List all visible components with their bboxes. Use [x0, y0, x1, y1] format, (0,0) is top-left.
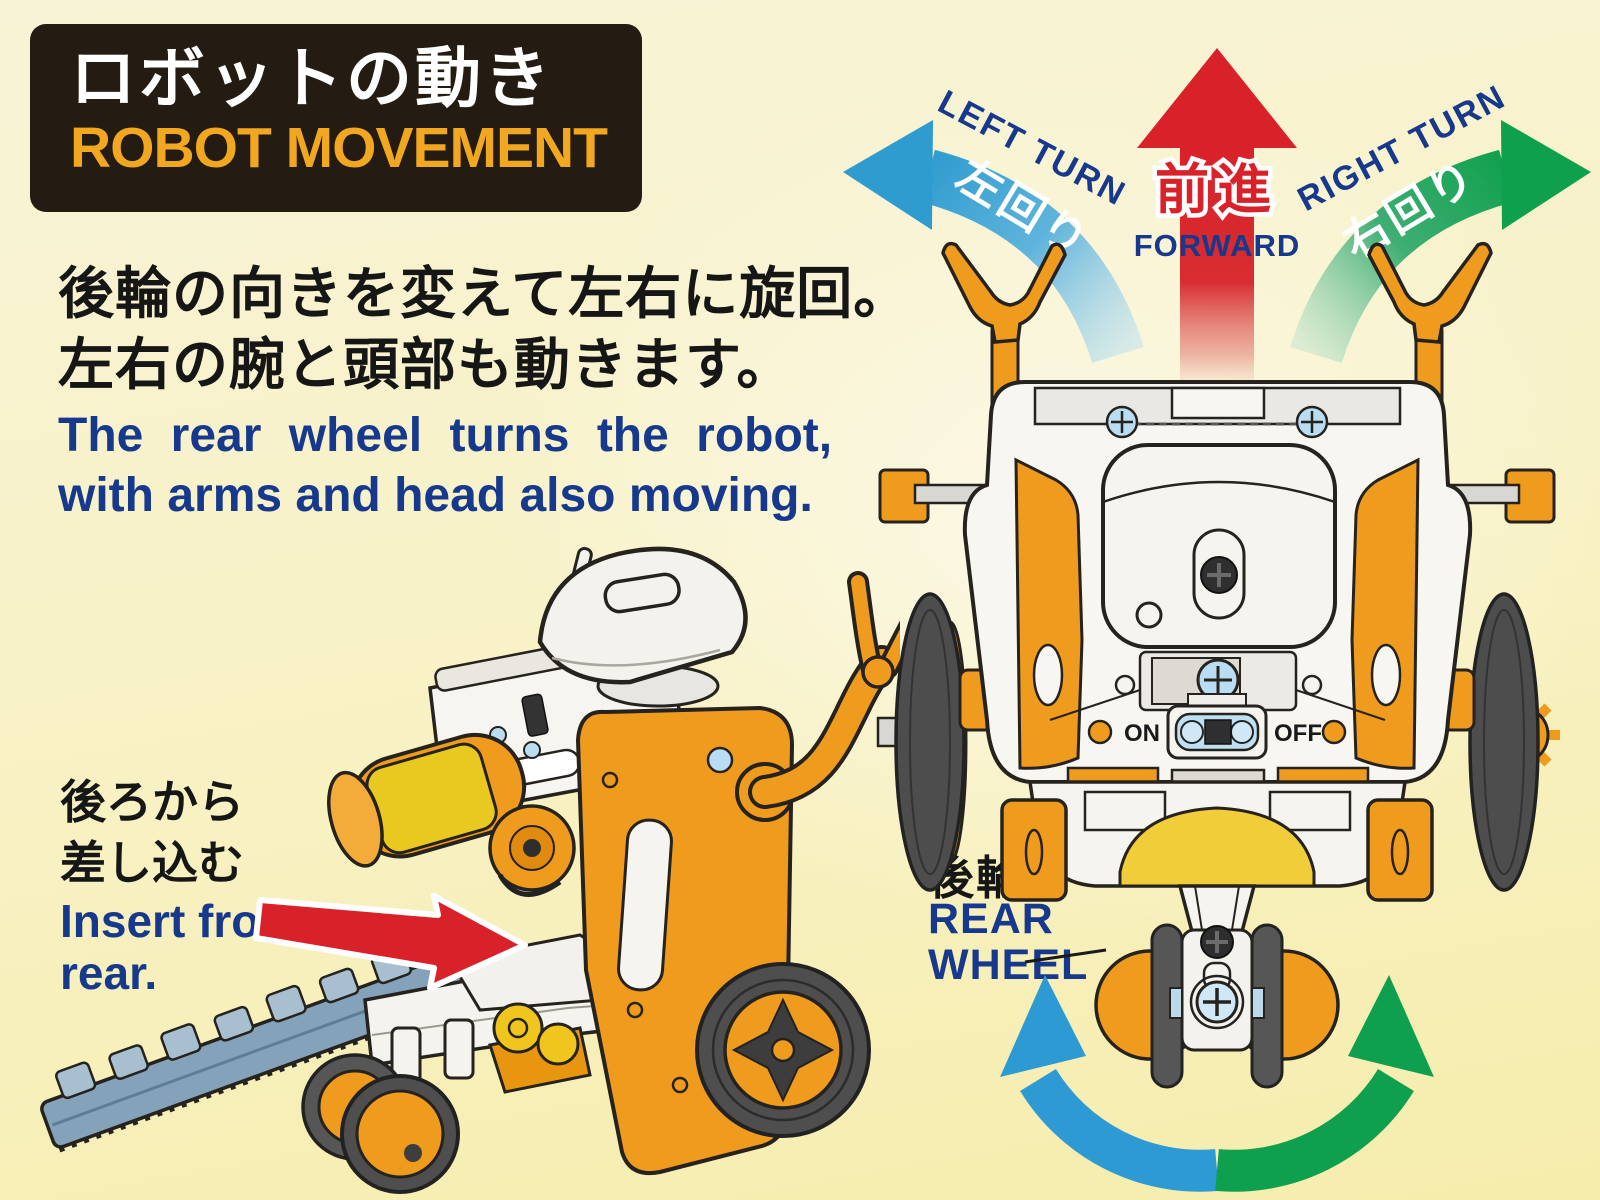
rear-swing-right-arrow	[1215, 975, 1434, 1192]
rear-wheel-pair	[301, 1053, 460, 1194]
intro-en-line2: with arms and head also moving.	[58, 469, 813, 523]
robot-top-illustration: LEFT TURN 左回り RIGHT TURN 右回り 前進 FORWARD	[843, 48, 1591, 1192]
page-title-english: ROBOT MOVEMENT	[70, 115, 608, 180]
rear-clamp	[1000, 798, 1434, 902]
guide-rollers	[488, 1002, 592, 1094]
rear-swing-left-arrow	[1000, 975, 1219, 1192]
front-wheel	[695, 962, 871, 1138]
intro-jp-line1: 後輪の向きを変えて左右に旋回。	[58, 262, 911, 325]
insert-note-japanese: 後ろから 差し込む	[60, 772, 244, 893]
intro-en-line1: The rear wheel turns the robot,	[58, 409, 833, 462]
rear-wheel-label-english: REAR WHEEL	[928, 896, 1088, 989]
forward-label-en: FORWARD	[1134, 228, 1301, 263]
switch-on-label: ON	[1124, 720, 1160, 747]
right-side-panel	[1350, 457, 1420, 770]
insert-en-line2: rear.	[60, 946, 158, 999]
rear-wheel-assembly	[1094, 884, 1340, 1089]
insert-jp-line2: 差し込む	[60, 836, 244, 889]
switch-off-label: OFF	[1274, 720, 1322, 747]
intro-text-japanese: 後輪の向きを変えて左右に旋回。 左右の腕と頭部も動きます。	[58, 258, 910, 400]
top-notch	[1170, 386, 1266, 420]
intro-jp-line2: 左右の腕と頭部も動きます。	[58, 333, 794, 397]
switch-slider	[1204, 719, 1232, 745]
motor-unit	[1101, 443, 1337, 649]
insert-direction-arrow	[253, 893, 528, 991]
intro-text-english: The rear wheel turns the robot, with arm…	[58, 406, 832, 527]
title-box: ロボットの動き ROBOT MOVEMENT	[30, 24, 642, 212]
shoulder-cylinder	[327, 732, 527, 868]
right-side-wheel	[1432, 592, 1560, 892]
rear-wheel-label-line1: REAR	[928, 895, 1054, 943]
yellow-hump	[1118, 806, 1316, 888]
robot-top-view: ON OFF	[876, 241, 1560, 1089]
robot-side-illustration	[40, 546, 900, 1194]
insert-jp-line1: 後ろから	[60, 776, 244, 828]
forward-arrow: 前進 FORWARD	[1134, 48, 1301, 388]
forward-label-jp: 前進	[1155, 160, 1279, 220]
rear-wheel-pointer-line	[1024, 948, 1107, 964]
page-title-japanese: ロボットの動き	[70, 41, 553, 115]
robot-head	[537, 546, 748, 708]
power-switch: ON OFF	[1087, 693, 1347, 760]
robot-arm	[735, 571, 900, 822]
rear-wheel-label-line2: WHEEL	[928, 941, 1089, 990]
left-side-panel	[1014, 457, 1084, 770]
top-screws	[1105, 405, 1329, 439]
motor-pulley	[488, 804, 576, 897]
